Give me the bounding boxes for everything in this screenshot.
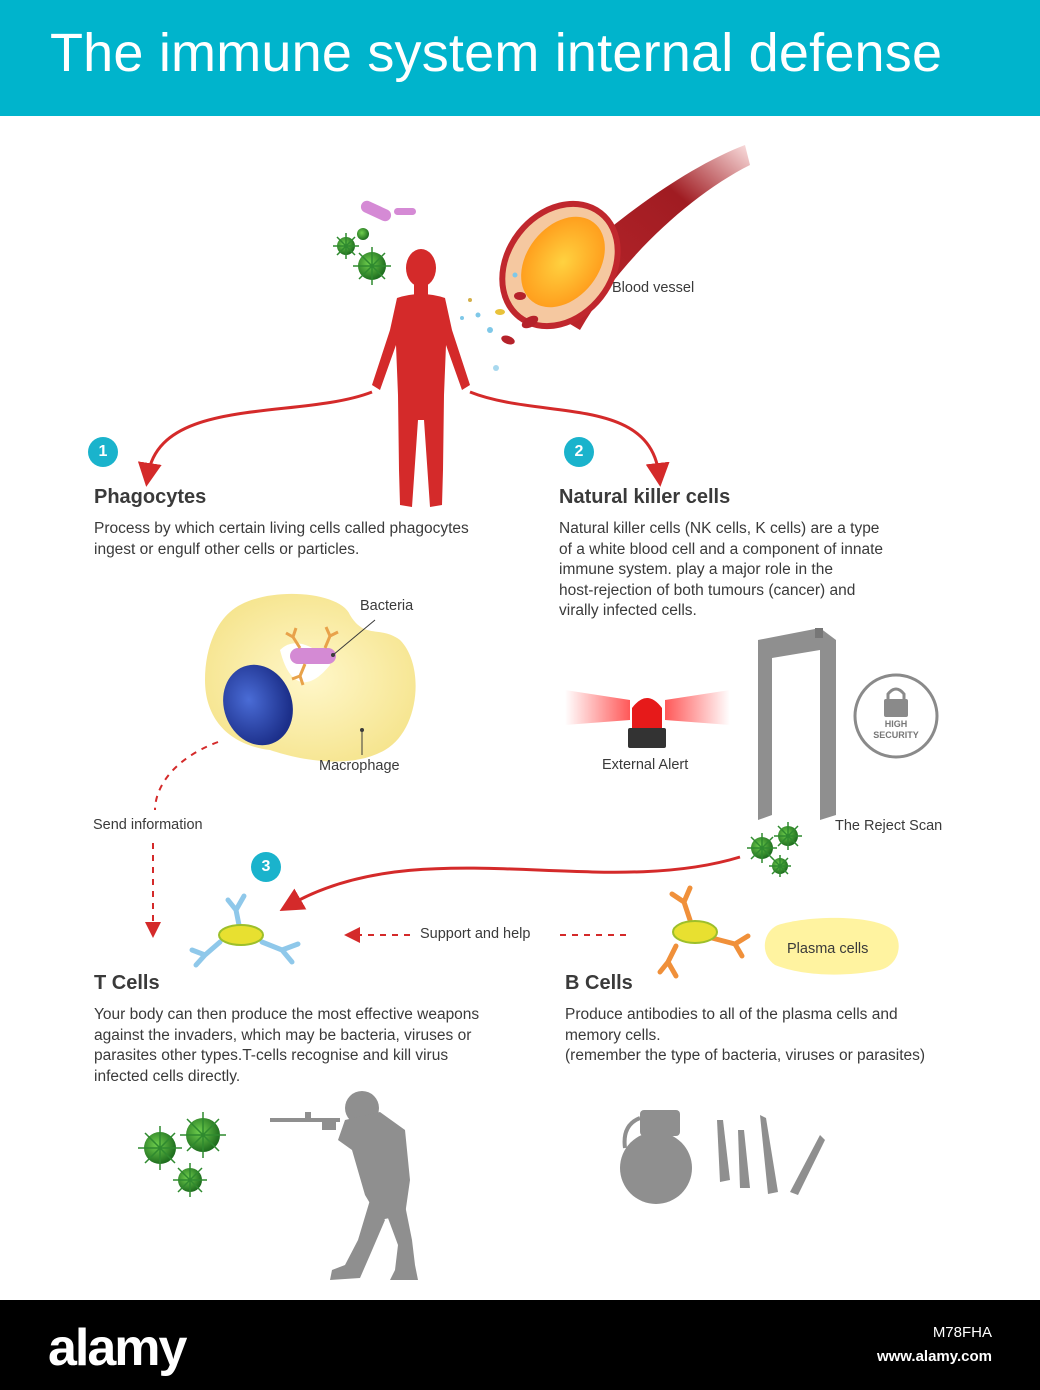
image-id: M78FHA — [932, 1324, 992, 1341]
t-cells-line: parasites other types.T-cells recognise … — [94, 1047, 449, 1064]
phagocytes-description: Process by which certain living cells ca… — [94, 519, 469, 560]
floating-bacteria — [360, 200, 416, 222]
diagram-artwork — [137, 145, 939, 1280]
soldier-silhouette — [270, 1091, 418, 1280]
high-security-text: HIGH SECURITY — [866, 719, 926, 741]
b-cells-line: (remember the type of bacteria, viruses … — [565, 1047, 926, 1064]
siren-alert-illustration — [565, 690, 730, 748]
step-badge-2: 2 — [564, 437, 594, 467]
bullets-silhouette — [717, 1115, 825, 1195]
high-security-badge — [853, 673, 939, 759]
natural-killer-line: immune system. play a major role in the — [559, 561, 833, 578]
b-cell-illustration — [657, 885, 751, 979]
b-cells-line: Produce antibodies to all of the plasma … — [565, 1006, 898, 1023]
arrow-send-information — [154, 741, 219, 811]
site-url: www.alamy.com — [876, 1348, 992, 1365]
step-badge-3: 3 — [251, 852, 281, 882]
footer-bar: alamy M78FHA www.alamy.com — [0, 1300, 1040, 1390]
grenade-silhouette — [620, 1110, 692, 1204]
t-cells-line: against the invaders, which may be bacte… — [94, 1026, 472, 1044]
brand-logo: alamy — [48, 1319, 187, 1377]
b-cells-description: Produce antibodies to all of the plasma … — [565, 1005, 925, 1067]
title-banner: The immune system internal defense — [0, 0, 1040, 116]
virus-cluster-top — [333, 228, 391, 285]
bacteria-label: Bacteria — [360, 598, 414, 614]
phagocytes-line: ingest or engulf other cells or particle… — [94, 540, 360, 558]
blood-vessel-illustration — [460, 145, 750, 371]
t-cells-description: Your body can then produce the most effe… — [94, 1005, 479, 1087]
plasma-cell-blob — [764, 917, 899, 975]
natural-killer-heading: Natural killer cells — [559, 486, 731, 508]
t-cells-line: Your body can then produce the most effe… — [94, 1006, 480, 1023]
phagocytes-heading: Phagocytes — [94, 486, 207, 508]
virus-cluster-scan — [747, 822, 802, 877]
reject-scan-label: The Reject Scan — [835, 818, 943, 834]
external-alert-label: External Alert — [602, 757, 689, 773]
t-cell-illustration — [189, 893, 301, 968]
t-cells-line: infected cells directly. — [94, 1067, 241, 1085]
natural-killer-line: Natural killer cells (NK cells, K cells)… — [559, 520, 880, 537]
high-security-line: SECURITY — [873, 730, 919, 740]
natural-killer-description: Natural killer cells (NK cells, K cells)… — [559, 519, 883, 622]
page-title: The immune system internal defense — [50, 23, 943, 83]
arrow-to-phagocytes — [137, 390, 373, 487]
natural-killer-line: host-rejection of both tumours (cancer) … — [559, 581, 856, 599]
send-information-label: Send information — [93, 817, 203, 833]
security-gate-illustration — [758, 628, 836, 820]
arrow-scan-to-t-cells — [279, 855, 741, 911]
natural-killer-line: of a white blood cell and a component of… — [559, 540, 884, 558]
step-badge-1: 1 — [88, 437, 118, 467]
human-body-silhouette — [372, 249, 470, 507]
support-and-help-label: Support and help — [420, 926, 531, 942]
b-cells-heading: B Cells — [565, 972, 633, 994]
t-cells-heading: T Cells — [94, 972, 160, 994]
phagocytes-line: Process by which certain living cells ca… — [94, 520, 469, 537]
arrow-to-natural-killer — [469, 390, 670, 487]
virus-cluster-bottom — [138, 1112, 226, 1197]
b-cells-line: memory cells. — [565, 1026, 661, 1044]
high-security-line: HIGH — [884, 719, 908, 729]
macrophage-illustration — [205, 593, 416, 762]
plasma-cells-label: Plasma cells — [787, 941, 869, 957]
blood-vessel-label: Blood vessel — [612, 280, 695, 296]
natural-killer-line: virally infected cells. — [559, 602, 697, 619]
macrophage-label: Macrophage — [319, 758, 400, 774]
